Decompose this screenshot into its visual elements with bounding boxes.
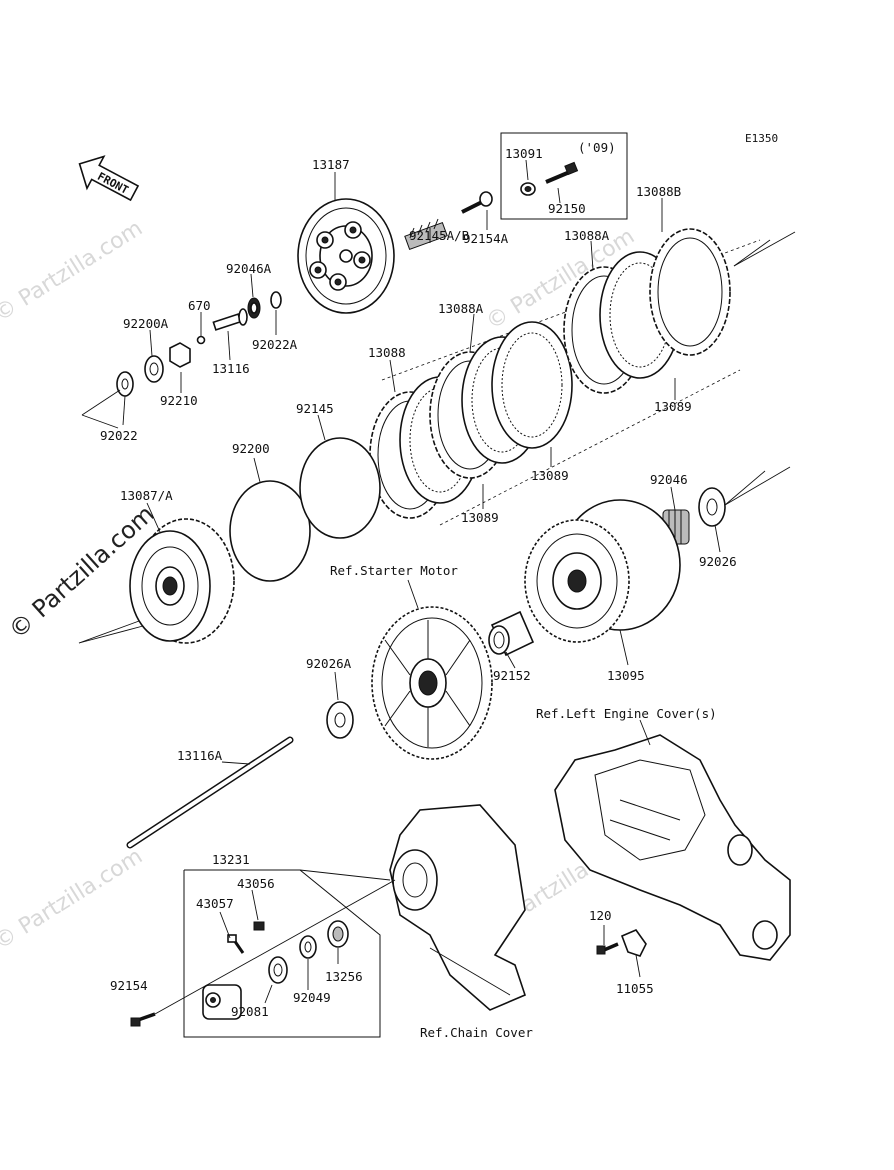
callout-13088: 13088 [368, 345, 406, 360]
callout-13088A-top: 13088A [564, 228, 610, 243]
o-ring-92145 [299, 437, 381, 539]
callout-92200A: 92200A [123, 316, 169, 331]
callout-13256: 13256 [325, 969, 363, 984]
callout-13089-center: 13089 [531, 468, 569, 483]
bolt-icon [545, 161, 579, 184]
callout-92022A: 92022A [252, 337, 298, 352]
callout-92154: 92154 [110, 978, 148, 993]
ref-chain-cover: Ref.Chain Cover [420, 1025, 533, 1040]
clutch-spring [404, 218, 448, 251]
clutch-bolt [461, 191, 493, 214]
left-engine-cover [554, 734, 791, 961]
callout-13089-left: 13089 [461, 510, 499, 525]
piston-seal [268, 956, 288, 984]
ref-left-engine-cover: Ref.Left Engine Cover(s) [536, 706, 717, 721]
clutch-hub [129, 518, 235, 644]
sleeve [488, 610, 535, 657]
callout-43056: 43056 [237, 876, 275, 891]
nut-icon [520, 182, 536, 196]
watermark-faint: © Partzilla.com [0, 216, 147, 327]
callout-13095: 13095 [607, 668, 645, 683]
seal-13256 [327, 920, 349, 948]
callout-92210: 92210 [160, 393, 198, 408]
callout-92154A: 92154A [463, 231, 509, 246]
o-ring-92200 [229, 480, 311, 582]
callout-92046: 92046 [650, 472, 688, 487]
callout-92046A: 92046A [226, 261, 272, 276]
clutch-housing [524, 499, 681, 643]
callout-13087A: 13087/A [120, 488, 173, 503]
cap-43056 [253, 921, 265, 931]
washer-92026A [326, 701, 354, 739]
callout-120: 120 [589, 908, 612, 923]
callout-13088B: 13088B [636, 184, 681, 199]
callout-13089-right: 13089 [654, 399, 692, 414]
chain-cover [389, 804, 526, 1011]
bracket-11055 [620, 929, 647, 957]
slave-cylinder-body [202, 984, 242, 1020]
reference-labels: Ref.Starter Motor Ref.Left Engine Cover(… [330, 563, 717, 1040]
callout-92022: 92022 [100, 428, 138, 443]
variant-box: ('09) [500, 132, 628, 220]
callout-92145: 92145 [296, 401, 334, 416]
clutch-plate-stack [369, 228, 731, 519]
bleeder-43057 [227, 934, 245, 954]
front-arrow-icon: FRONT [78, 155, 140, 202]
callout-13088A-mid: 13088A [438, 301, 484, 316]
spring-92049 [299, 935, 317, 959]
callout-92049: 92049 [293, 990, 331, 1005]
watermark-faint: © Partzilla.com [0, 844, 147, 955]
bolt-92154 [130, 1012, 156, 1027]
callout-43057: 43057 [196, 896, 234, 911]
friction-plate-13088B [649, 228, 731, 356]
pressure-plate [297, 198, 395, 314]
starter-gear [371, 606, 493, 760]
callout-92150: 92150 [548, 201, 586, 216]
callout-92145AB: 92145A/B [409, 228, 469, 243]
axis-lines [78, 231, 796, 644]
callout-labels: 13187 13091 92150 13088B 92154A 92145A/B… [100, 146, 737, 1019]
thrust-washer [698, 487, 726, 527]
callout-11055: 11055 [616, 981, 654, 996]
ref-starter-motor: Ref.Starter Motor [330, 563, 458, 578]
leader-lines [122, 159, 721, 1004]
callout-13116: 13116 [212, 361, 250, 376]
bolt-120 [596, 942, 619, 955]
callout-13231: 13231 [212, 852, 250, 867]
callout-92081: 92081 [231, 1004, 269, 1019]
callout-92026: 92026 [699, 554, 737, 569]
callout-13116A: 13116A [177, 748, 223, 763]
callout-92026A: 92026A [306, 656, 352, 671]
callout-92200: 92200 [232, 441, 270, 456]
variant-year: ('09) [578, 140, 616, 155]
diagram-code: E1350 [745, 132, 778, 145]
callout-13187: 13187 [312, 157, 350, 172]
steel-plate [491, 321, 573, 449]
pushrod-long [126, 736, 294, 849]
pushrod-group [116, 291, 282, 397]
callout-670: 670 [188, 298, 211, 313]
callout-92152: 92152 [493, 668, 531, 683]
callout-13091: 13091 [505, 146, 543, 161]
slave-cylinder-kit [130, 869, 396, 1038]
